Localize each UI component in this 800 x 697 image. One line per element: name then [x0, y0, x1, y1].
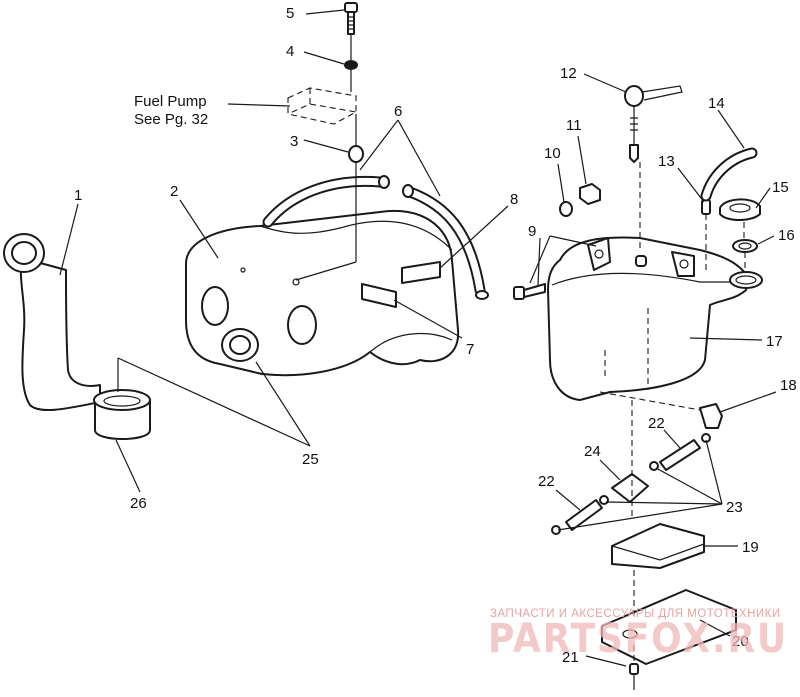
callout-3: 3 — [290, 133, 298, 150]
part-6-vent-hoses — [262, 175, 489, 300]
leader-lines — [59, 9, 777, 667]
part-11-nut — [579, 183, 601, 205]
callout-17: 17 — [766, 333, 783, 350]
callout-21: 21 — [562, 649, 579, 666]
part-1-filler-hose — [3, 233, 151, 440]
part-4-washer — [344, 60, 358, 70]
part-17-oil-tank — [547, 236, 763, 401]
part-5-bolt — [344, 2, 358, 35]
part-14-vent-hose — [700, 147, 758, 202]
callout-2: 2 — [170, 183, 178, 200]
callout-1: 1 — [74, 187, 82, 204]
watermark: ЗАПЧАСТИ И АКСЕССУАРЫ ДЛЯ МОТОТЕХНИКИ PA… — [488, 608, 788, 662]
part-18-outlet-fitting — [599, 391, 723, 429]
fuel-pump-outline — [287, 87, 357, 125]
callout-13: 13 — [658, 153, 675, 170]
callout-5: 5 — [286, 5, 294, 22]
part-22-fuel-line-upper — [659, 439, 701, 471]
part-12-level-sender — [624, 85, 683, 252]
callout-22-upper: 22 — [648, 415, 665, 432]
part-15-cap — [719, 198, 761, 221]
callout-4: 4 — [286, 43, 294, 60]
callout-18: 18 — [780, 377, 797, 394]
callout-22-lower: 22 — [538, 473, 555, 490]
callout-8: 8 — [510, 191, 518, 208]
note-line-2: See Pg. 32 — [134, 111, 208, 128]
part-19-bracket — [611, 523, 705, 569]
fuel-pump-note: Fuel Pump See Pg. 32 — [134, 93, 208, 128]
part-3-grommet — [348, 145, 364, 163]
callout-26: 26 — [130, 495, 147, 512]
callout-10: 10 — [544, 145, 561, 162]
callout-9: 9 — [528, 223, 536, 240]
part-25-tank-neck — [221, 328, 259, 362]
callout-25: 25 — [302, 451, 319, 468]
part-24-inline-filter — [611, 473, 649, 503]
callout-19: 19 — [742, 539, 759, 556]
part-16-gasket — [732, 239, 758, 253]
callout-7: 7 — [466, 341, 474, 358]
part-7-decal — [361, 283, 397, 308]
watermark-brand: PARTSFOX.RU — [488, 616, 788, 662]
callout-16: 16 — [778, 227, 795, 244]
callout-14: 14 — [708, 95, 725, 112]
part-20-mount-plate — [601, 589, 737, 665]
callout-12: 12 — [560, 65, 577, 82]
note-line-1: Fuel Pump — [134, 93, 207, 110]
part-22-fuel-line-lower — [565, 499, 603, 531]
callout-20: 20 — [732, 633, 749, 650]
part-8-decal — [401, 261, 441, 284]
watermark-caption: ЗАПЧАСТИ И АКСЕССУАРЫ ДЛЯ МОТОТЕХНИКИ — [490, 608, 781, 620]
callout-11: 11 — [566, 117, 582, 134]
part-10-washer — [559, 201, 573, 217]
callout-15: 15 — [772, 179, 789, 196]
part-21-screw — [629, 663, 639, 690]
callout-labels: 1 2 3 4 5 6 7 8 9 10 11 12 13 14 15 16 1… — [74, 5, 797, 666]
callout-23: 23 — [726, 499, 743, 516]
callout-24: 24 — [584, 443, 601, 460]
callout-6: 6 — [394, 103, 402, 120]
part-9-bolt — [513, 283, 546, 300]
